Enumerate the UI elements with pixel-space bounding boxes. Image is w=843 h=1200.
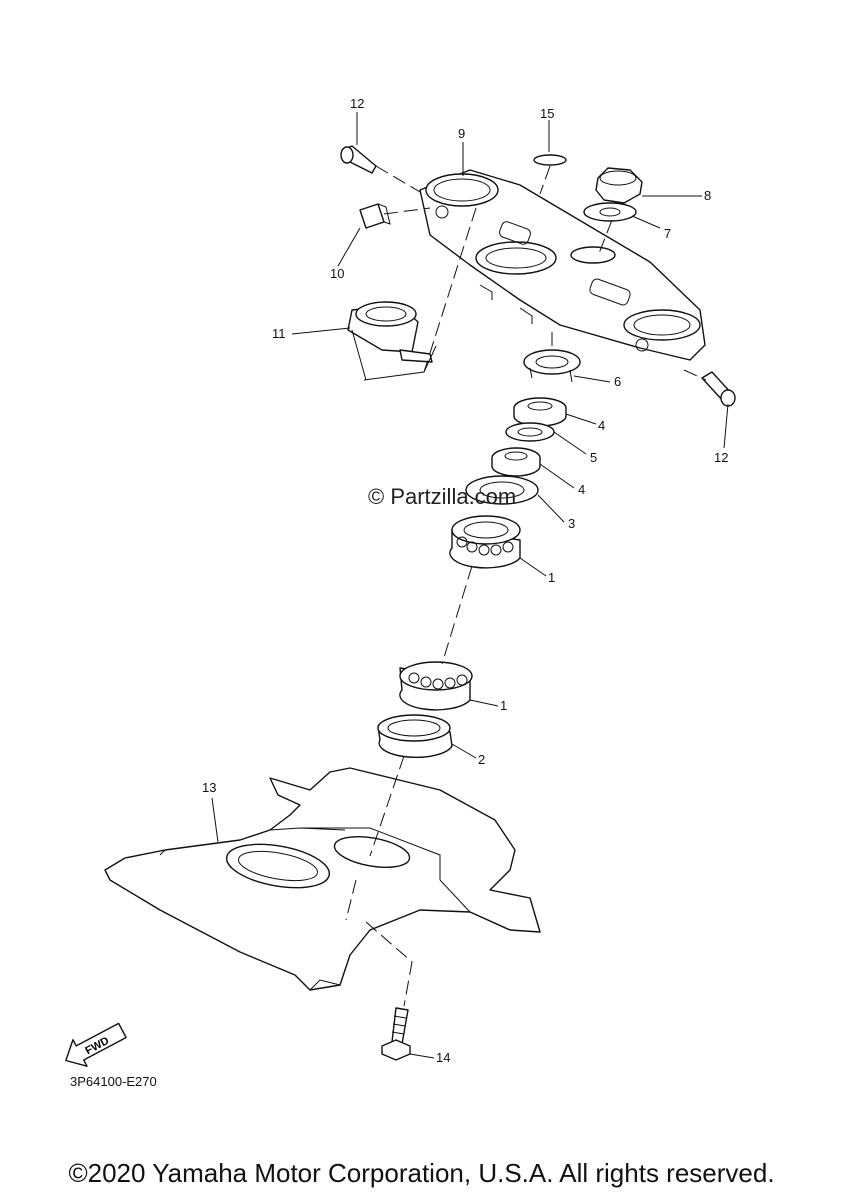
watermark-text: © Partzilla.com bbox=[368, 484, 516, 509]
callout-2: 2 bbox=[478, 752, 485, 767]
under-bolt bbox=[381, 1007, 411, 1061]
leader-lines bbox=[211, 112, 729, 1059]
ring-nut-upper bbox=[513, 397, 567, 427]
callout-labels: 12 9 15 8 7 10 11 6 4 5 4 3 1 1 2 13 14 … bbox=[202, 96, 728, 1065]
bolt-right bbox=[701, 371, 736, 407]
upper-bracket bbox=[419, 169, 706, 361]
fwd-arrow-icon: FWD bbox=[65, 1022, 127, 1067]
callout-11: 11 bbox=[272, 326, 286, 341]
callout-14: 14 bbox=[436, 1050, 450, 1065]
callout-13: 13 bbox=[202, 780, 216, 795]
callout-9: 9 bbox=[458, 126, 465, 141]
callout-1-lower: 1 bbox=[500, 698, 507, 713]
bearing-cover bbox=[465, 475, 539, 505]
callout-7: 7 bbox=[664, 226, 671, 241]
callout-12-top: 12 bbox=[350, 96, 364, 111]
oil-seal bbox=[377, 714, 453, 759]
callout-6: 6 bbox=[614, 374, 621, 389]
fwd-label: FWD bbox=[83, 1035, 111, 1057]
callout-1-upper: 1 bbox=[548, 570, 555, 585]
callout-4-upper: 4 bbox=[598, 418, 605, 433]
callout-4-lower: 4 bbox=[578, 482, 585, 497]
thin-plate bbox=[533, 154, 567, 166]
steering-nut bbox=[595, 167, 643, 204]
cap-part bbox=[359, 203, 391, 229]
bearing-upper bbox=[449, 515, 521, 569]
under-bracket bbox=[104, 767, 541, 991]
callout-5: 5 bbox=[590, 450, 597, 465]
callout-8: 8 bbox=[704, 188, 711, 203]
holder-part bbox=[347, 301, 433, 363]
bearing-lower bbox=[399, 661, 473, 711]
lock-washer bbox=[523, 349, 581, 383]
bolt-top-left bbox=[340, 145, 377, 174]
copyright-footer: ©2020 Yamaha Motor Corporation, U.S.A. A… bbox=[68, 1158, 775, 1188]
rubber-washer bbox=[505, 422, 555, 442]
diagram-code: 3P64100-E270 bbox=[70, 1074, 157, 1089]
callout-15: 15 bbox=[540, 106, 554, 121]
ring-nut-lower bbox=[491, 447, 541, 477]
callout-3: 3 bbox=[568, 516, 575, 531]
callout-12-right: 12 bbox=[714, 450, 728, 465]
callout-10: 10 bbox=[330, 266, 344, 281]
washer-7 bbox=[583, 202, 637, 222]
